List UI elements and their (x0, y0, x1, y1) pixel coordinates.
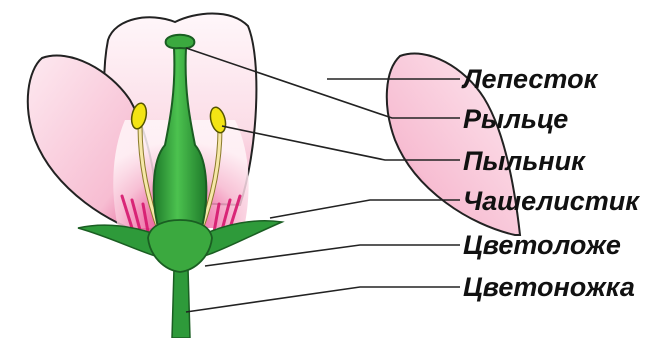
receptacle-shape (148, 220, 212, 272)
label-pedicel: Цветоножка (463, 272, 635, 302)
leader-receptacle (205, 245, 460, 266)
leader-pedicel (186, 287, 460, 312)
label-anther: Пыльник (463, 146, 586, 176)
label-stigma: Рыльце (463, 104, 568, 134)
stigma-shape (166, 35, 195, 48)
label-sepal: Чашелистик (463, 186, 640, 216)
label-receptacle: Цветоложе (463, 230, 621, 260)
label-petal: Лепесток (461, 64, 599, 94)
leader-sepal (270, 200, 460, 218)
flower-drawing (28, 14, 520, 338)
pedicel-shape (172, 268, 190, 338)
